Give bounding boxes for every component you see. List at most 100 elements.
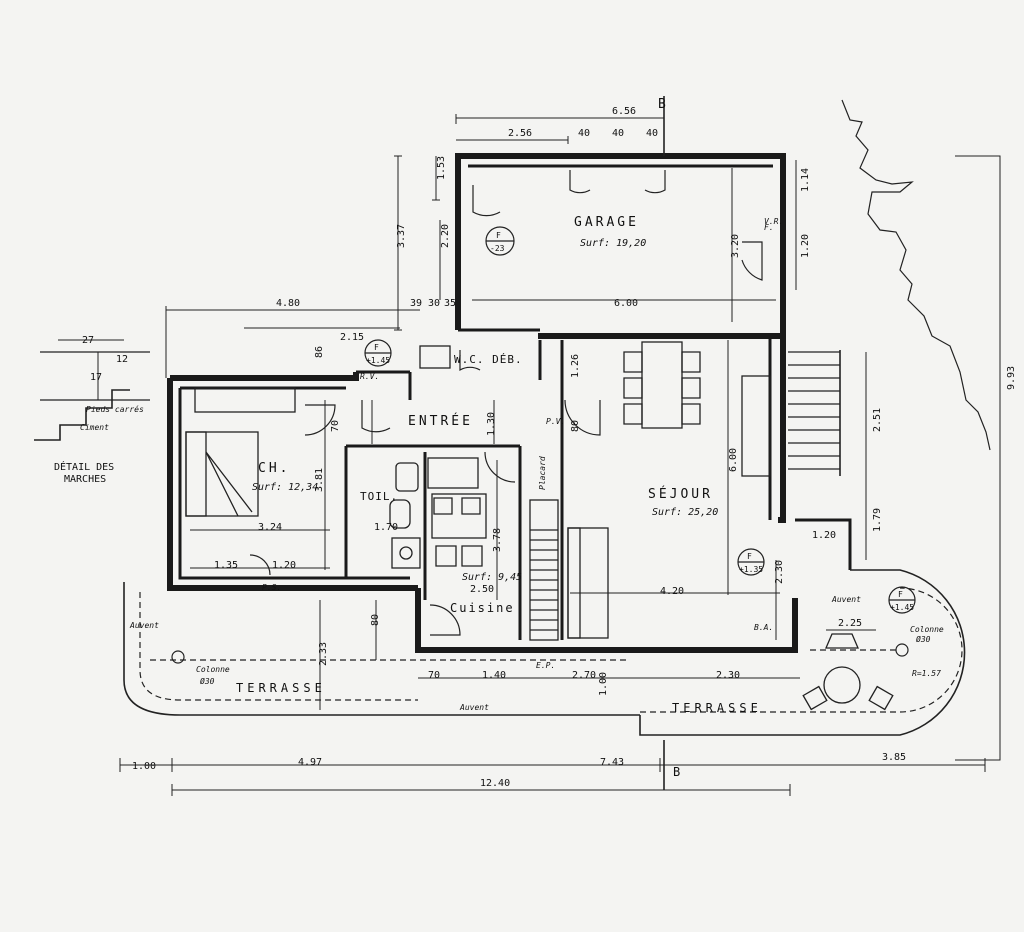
level-ch: +1.45 [366, 356, 390, 365]
dim-40-c: 40 [646, 128, 658, 139]
terrasse-left-label: TERRASSE [236, 681, 326, 695]
dim-9-93: 9.93 [1006, 366, 1017, 390]
dim-30: 30 [428, 298, 440, 309]
dim-1-70: 1.70 [374, 522, 398, 533]
detail-title-2: MARCHES [64, 474, 106, 485]
dim-6-00-garage: 6.00 [614, 298, 638, 309]
bathroom-fixtures [389, 345, 451, 569]
level-terr: +1.45 [890, 603, 914, 612]
dim-3-37: 3.37 [396, 224, 407, 248]
level-garage: -23 [490, 244, 505, 253]
colonne-left-label: Colonne [196, 665, 230, 674]
hedge-outline [841, 99, 991, 451]
dim-2-70: 2.70 [572, 670, 596, 681]
dim-1-79: 1.79 [872, 508, 883, 532]
dim-4-20: 4.20 [660, 586, 684, 597]
cuisine-surface: Surf: 9,45 [462, 572, 522, 583]
dim-35: 35 [444, 298, 456, 309]
colonne-left-dim: Ø30 [200, 676, 215, 686]
dim-1-35: 1.35 [214, 560, 238, 571]
dim-3-81: 3.81 [314, 468, 325, 492]
radius-label: R=1.57 [912, 669, 941, 678]
level-garage-f: F [496, 231, 501, 240]
level-terr-f: F [898, 590, 903, 599]
dim-4-80: 4.80 [276, 298, 300, 309]
colonne-right-dim: Ø30 [916, 634, 931, 644]
dim-3-85: 3.85 [882, 752, 906, 763]
annotation-labels: Placard Auvent Auvent Auvent Colonne Ø30… [129, 217, 944, 712]
sejour-surface: Surf: 25,20 [652, 507, 718, 518]
dim-2-30-v: 2.30 [774, 560, 785, 584]
dim-3-78: 3.78 [492, 528, 503, 552]
exterior-walls [167, 153, 798, 653]
dim-12-40: 12.40 [480, 778, 510, 789]
terrasse-right-label: TERRASSE [672, 701, 762, 715]
auvent-left-label: Auvent [129, 621, 159, 630]
dim-40-b: 40 [612, 128, 624, 139]
kitchen-furniture [427, 457, 487, 567]
dim-1-20-stair: 1.20 [812, 530, 836, 541]
dim-70-bottom: 70 [428, 670, 440, 681]
dim-4-97: 4.97 [298, 757, 322, 768]
dim-2-50: 2.50 [470, 584, 494, 595]
section-top-label: B [658, 97, 666, 112]
cuisine-label: Cuisine [450, 601, 515, 615]
dim-80: 80 [570, 420, 581, 432]
dim-1-40: 1.40 [482, 670, 506, 681]
stair-detail [34, 339, 150, 441]
dim-7-43: 7.43 [600, 757, 624, 768]
detail-title-1: DÉTAIL DES [54, 460, 114, 473]
auvent-bottom-label: Auvent [459, 703, 489, 712]
level-sejour-f: F [747, 552, 752, 561]
dim-1-00-bottom: 1.00 [598, 672, 609, 696]
room-labels: GARAGE Surf: 19,20 SÉJOUR Surf: 25,20 CH… [236, 215, 762, 715]
interior-walls [344, 328, 852, 640]
living-furniture [567, 341, 771, 639]
chambre-label: CH. [258, 461, 290, 476]
level-markers [364, 226, 916, 614]
colonne-right-label: Colonne [910, 625, 944, 634]
dim-2-51: 2.51 [872, 408, 883, 432]
detail-dim-2: 17 [90, 372, 102, 383]
dim-2-15: 2.15 [340, 332, 364, 343]
door-swings [249, 170, 763, 636]
toilette-label: TOIL. [360, 490, 398, 503]
dim-1-14: 1.14 [800, 168, 811, 192]
dimension-labels: 6.56 2.56 40 40 40 1.53 3.37 2.20 6.00 3… [132, 106, 1017, 789]
dim-6-00-sejour: 6.00 [728, 448, 739, 472]
dim-2-33: 2.33 [318, 642, 329, 666]
detail-dim-3: 12 [116, 354, 128, 365]
level-ch-f: F [374, 343, 379, 352]
fv-label: F. [764, 223, 774, 232]
dim-2-30-h: 2.30 [716, 670, 740, 681]
dim-6-56: 6.56 [612, 106, 636, 117]
dim-1-53: 1.53 [436, 156, 447, 180]
rv-label: R.V. [360, 372, 379, 381]
dim-80-k: 80 [370, 614, 381, 626]
dim-2-56: 2.56 [508, 128, 532, 139]
garage-label: GARAGE [574, 215, 639, 230]
dimension-lines [119, 114, 1001, 796]
chambre-surface: Surf: 12,34 [252, 482, 318, 493]
vr-label-garage: V.R. [764, 217, 783, 226]
wc-label: W.C. DÉB. [454, 353, 523, 366]
dim-3-24: 3.24 [258, 522, 282, 533]
exterior-stair [788, 350, 841, 476]
terrace-left [123, 582, 640, 716]
dim-86: 86 [314, 346, 325, 358]
terrace-right [639, 569, 966, 736]
dim-40-a: 40 [578, 128, 590, 139]
detail-labels: DÉTAIL DES MARCHES Pieds carrés Ciment 2… [54, 335, 144, 485]
marker-labels: B B F -23 F +1.45 F +1.35 F +1.45 [366, 97, 914, 779]
ps-label: P.S. [262, 583, 281, 592]
detail-dim-1: 27 [82, 335, 94, 346]
interior-stair [529, 499, 559, 641]
detail-note-1: Pieds carrés [86, 404, 144, 414]
dim-2-20: 2.20 [440, 224, 451, 248]
dim-1-30: 1.30 [486, 412, 497, 436]
entree-label: ENTRÉE [408, 413, 473, 429]
garage-surface: Surf: 19,20 [580, 238, 646, 249]
dim-70-left: 70 [330, 420, 341, 432]
dim-1-00: 1.00 [132, 761, 156, 772]
